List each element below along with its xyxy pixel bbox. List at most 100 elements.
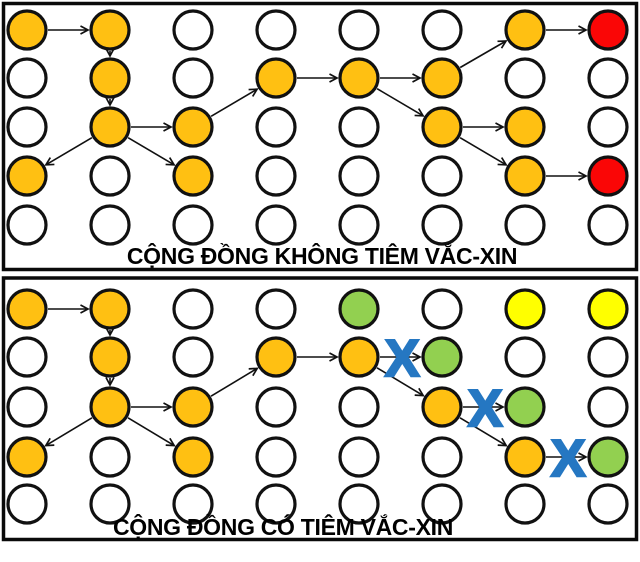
person-node: [338, 483, 380, 525]
person-node: [6, 9, 48, 51]
person-node: [255, 106, 297, 148]
person-node: [172, 336, 214, 378]
transmission-arrow: [44, 137, 93, 166]
person-node: [421, 436, 463, 478]
transmission-arrow: [127, 137, 176, 166]
transmission-arrow: [459, 417, 508, 447]
transmission-arrow: [210, 88, 259, 117]
person-node: [504, 386, 546, 428]
transmission-arrow: [127, 417, 176, 447]
person-node: [421, 288, 463, 330]
blocked-x-mark: X: [385, 330, 420, 388]
transmission-arrow: [376, 88, 425, 117]
person-node: [255, 436, 297, 478]
person-node: [6, 483, 48, 525]
person-node: [6, 57, 48, 99]
person-node: [255, 57, 297, 99]
transmission-arrows: [44, 304, 588, 462]
person-node: [587, 288, 629, 330]
person-node: [6, 204, 48, 246]
person-node: [6, 436, 48, 478]
person-node: [421, 155, 463, 197]
person-node: [504, 436, 546, 478]
transmission-arrows: [44, 25, 588, 181]
person-node: [6, 155, 48, 197]
person-node: [338, 106, 380, 148]
transmission-arrow: [459, 137, 508, 166]
person-node: [6, 386, 48, 428]
person-node: [89, 436, 131, 478]
person-node: [587, 483, 629, 525]
person-node: [587, 9, 629, 51]
person-node: [504, 155, 546, 197]
person-node: [172, 106, 214, 148]
person-node: [504, 483, 546, 525]
blocked-x-mark: X: [468, 380, 503, 438]
person-node: [172, 155, 214, 197]
person-node: [89, 57, 131, 99]
person-node: [338, 436, 380, 478]
person-node: [338, 386, 380, 428]
person-node: [172, 204, 214, 246]
person-node: [421, 204, 463, 246]
person-node: [172, 483, 214, 525]
transmission-arrow: [210, 367, 259, 397]
person-node: [587, 204, 629, 246]
person-node: [421, 483, 463, 525]
person-node: [255, 204, 297, 246]
blocked-x-mark: X: [551, 430, 586, 488]
person-node: [172, 9, 214, 51]
panel-title-vaccinated: CỘNG ĐỒNG CÓ TIÊM VẮC-XIN: [113, 513, 453, 540]
person-node: [255, 9, 297, 51]
person-node: [172, 386, 214, 428]
person-node: [255, 483, 297, 525]
person-node: [338, 57, 380, 99]
person-node: [338, 155, 380, 197]
transmission-arrow: [459, 40, 508, 69]
person-node: [587, 57, 629, 99]
person-node: [6, 106, 48, 148]
person-node: [89, 483, 131, 525]
person-node: [89, 336, 131, 378]
person-node: [255, 336, 297, 378]
person-node: [89, 155, 131, 197]
person-node: [89, 386, 131, 428]
person-node: [6, 336, 48, 378]
person-node: [338, 336, 380, 378]
person-node: [587, 436, 629, 478]
person-node: [89, 204, 131, 246]
person-nodes: [6, 9, 629, 246]
person-node: [504, 9, 546, 51]
person-node: [421, 386, 463, 428]
transmission-arrow: [44, 417, 93, 447]
person-node: [421, 9, 463, 51]
panel-vaccinated: XXX CỘNG ĐỒNG CÓ TIÊM VẮC-XIN: [1, 276, 639, 542]
person-node: [255, 386, 297, 428]
person-node: [504, 204, 546, 246]
person-node: [421, 106, 463, 148]
person-node: [338, 9, 380, 51]
person-node: [421, 57, 463, 99]
person-node: [255, 155, 297, 197]
person-node: [172, 57, 214, 99]
person-node: [89, 288, 131, 330]
person-node: [504, 336, 546, 378]
person-node: [587, 386, 629, 428]
person-node: [504, 57, 546, 99]
person-node: [89, 106, 131, 148]
person-node: [172, 288, 214, 330]
panel-title-unvaccinated: CỘNG ĐỒNG KHÔNG TIÊM VẮC-XIN: [127, 242, 517, 269]
person-node: [89, 9, 131, 51]
person-node: [6, 288, 48, 330]
person-node: [587, 106, 629, 148]
person-node: [338, 288, 380, 330]
person-node: [587, 336, 629, 378]
person-node: [421, 336, 463, 378]
blocked-marks: XXX: [384, 329, 587, 489]
person-node: [172, 436, 214, 478]
person-node: [504, 288, 546, 330]
person-node: [587, 155, 629, 197]
panel-unvaccinated: CỘNG ĐỒNG KHÔNG TIÊM VẮC-XIN: [1, 1, 639, 272]
